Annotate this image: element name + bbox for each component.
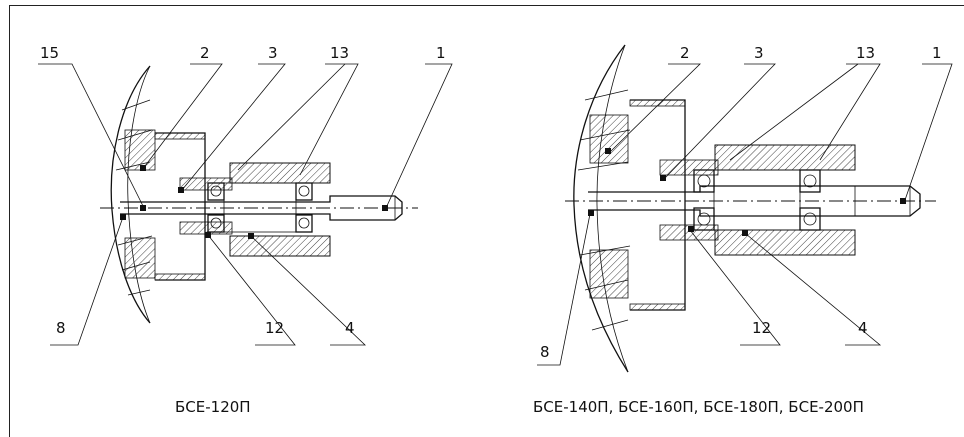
left-label-12: 12 [265,319,284,337]
right-label-4: 4 [858,319,868,337]
left-label-4: 4 [345,319,355,337]
left-cutter-disk [110,65,151,324]
left-label-1: 1 [436,44,446,62]
left-label-2: 2 [200,44,210,62]
left-assembly [100,65,418,324]
right-labels: 2 3 13 1 8 12 4 [540,44,942,361]
right-leaders [537,63,953,366]
left-label-3: 3 [268,44,278,62]
right-label-1: 1 [932,44,942,62]
left-label-13: 13 [330,44,349,62]
drawing-frame [9,5,964,437]
right-label-12: 12 [752,319,771,337]
right-caption: БСЕ-140П, БСЕ-160П, БСЕ-180П, БСЕ-200П [533,398,864,416]
left-labels: 15 2 3 13 1 8 12 4 [40,44,446,337]
left-label-15: 15 [40,44,59,62]
right-label-8: 8 [540,343,550,361]
right-label-2: 2 [680,44,690,62]
right-label-3: 3 [754,44,764,62]
right-cutter-disk [573,44,629,373]
right-label-13: 13 [856,44,875,62]
right-assembly [565,44,936,373]
left-caption: БСЕ-120П [175,398,251,416]
left-label-8: 8 [56,319,66,337]
left-leaders [38,63,453,346]
